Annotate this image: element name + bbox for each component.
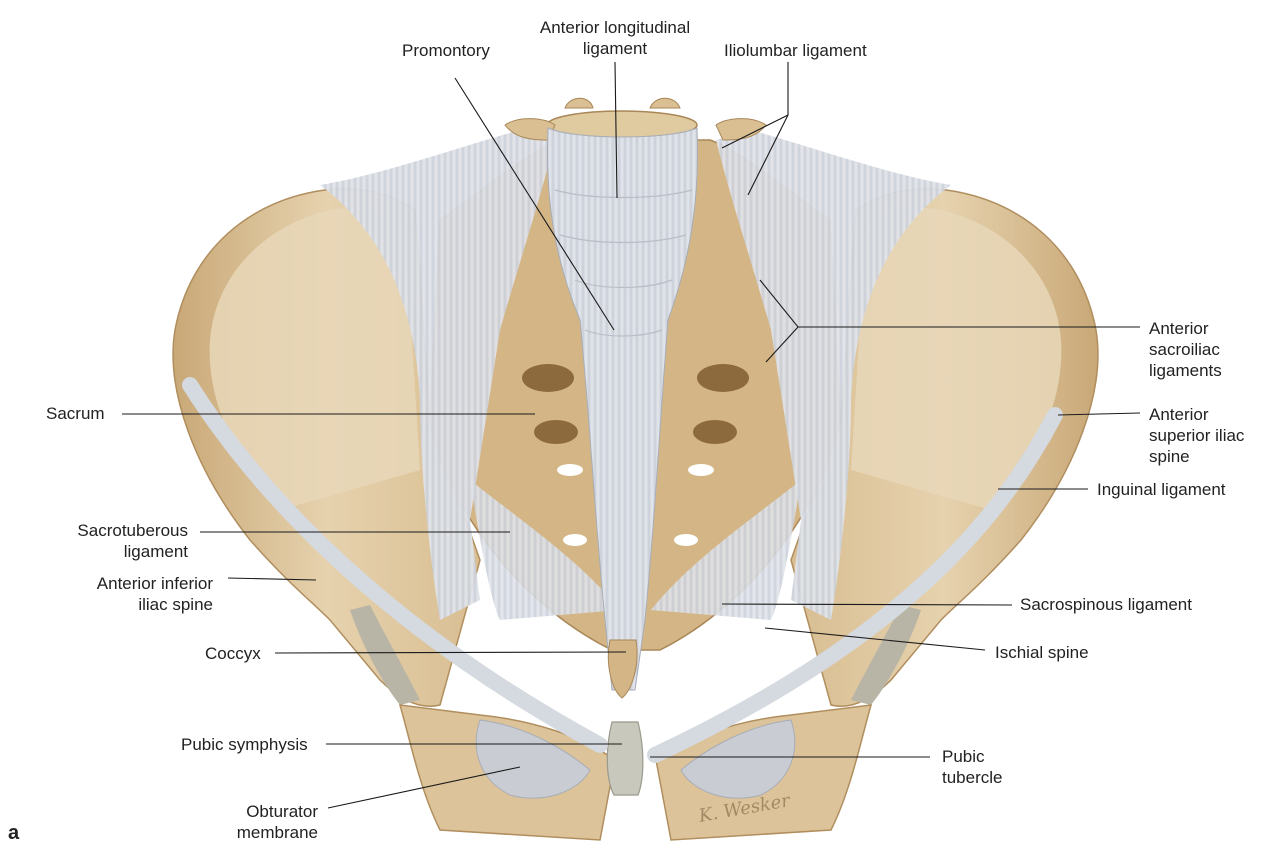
symphysis-disc (606, 721, 644, 796)
leader-coccyx (274, 651, 627, 654)
label-pubic-symphysis: Pubic symphysis (181, 735, 308, 754)
anterior-longitudinal-ligament-band (546, 127, 699, 691)
leader-ischial-spine (764, 627, 986, 651)
left-iliac-fossa (209, 207, 420, 511)
panel-letter: a (8, 822, 20, 844)
right-inguinal-band (647, 407, 1063, 763)
sacral-foramina (522, 364, 749, 546)
right-iliac-fossa (851, 207, 1062, 511)
ligament-transverse-bands (554, 189, 693, 337)
left-inguinal-band (182, 377, 608, 753)
leader-anterior-inferior-iliac-spine (227, 577, 317, 581)
label-promontory: Promontory (402, 41, 490, 60)
label-coccyx: Coccyx (205, 644, 261, 663)
l5-facet-right (649, 97, 681, 109)
l5-transverse-right (715, 118, 767, 141)
label-anterior-sacroiliac-ligaments: Anterior sacroiliac ligaments (1149, 319, 1222, 380)
left-obturator-foramen (475, 719, 591, 799)
label-sacrospinous-ligament: Sacrospinous ligament (1020, 595, 1192, 614)
leader-promontory (454, 77, 615, 331)
leader-sacrospinous-ligament (721, 603, 1013, 606)
leader-anterior-longitudinal-ligament (614, 61, 618, 199)
left-obturator-gray (350, 605, 420, 705)
leader-anterior-superior-iliac-spine (1057, 412, 1141, 416)
label-inguinal-ligament: Inguinal ligament (1097, 480, 1226, 499)
label-iliolumbar-ligament: Iliolumbar ligament (724, 41, 867, 60)
right-obturator-foramen (680, 719, 796, 799)
label-obturator-membrane: Obturator membrane (236, 802, 318, 842)
coccyx-bone (607, 639, 638, 699)
leader-lines (122, 61, 1141, 809)
leader-iliolumbar-ligament-2 (747, 114, 789, 196)
leader-anterior-sacroiliac-2 (765, 326, 799, 363)
left-sacrospinous-band (470, 480, 620, 620)
right-sacroiliac-ligament-mass (716, 130, 951, 620)
label-pubic-tubercle: Pubic tubercle (942, 747, 1003, 787)
leader-obturator-membrane (327, 766, 521, 809)
left-sacroiliac-ligament-mass (320, 130, 555, 620)
label-sacrotuberous-ligament: Sacrotuberous ligament (77, 521, 188, 561)
label-anterior-inferior-iliac-spine: Anterior inferior iliac spine (96, 574, 213, 614)
right-sacrospinous-band (651, 480, 801, 620)
label-sacrum: Sacrum (46, 404, 105, 423)
label-anterior-superior-iliac-spine: Anterior superior iliac spine (1149, 405, 1245, 466)
right-obturator-gray (851, 605, 921, 705)
label-anterior-longitudinal-ligament: Anterior longitudinal ligament (539, 18, 691, 58)
label-ischial-spine: Ischial spine (995, 643, 1089, 662)
l5-facet-left (564, 97, 594, 109)
